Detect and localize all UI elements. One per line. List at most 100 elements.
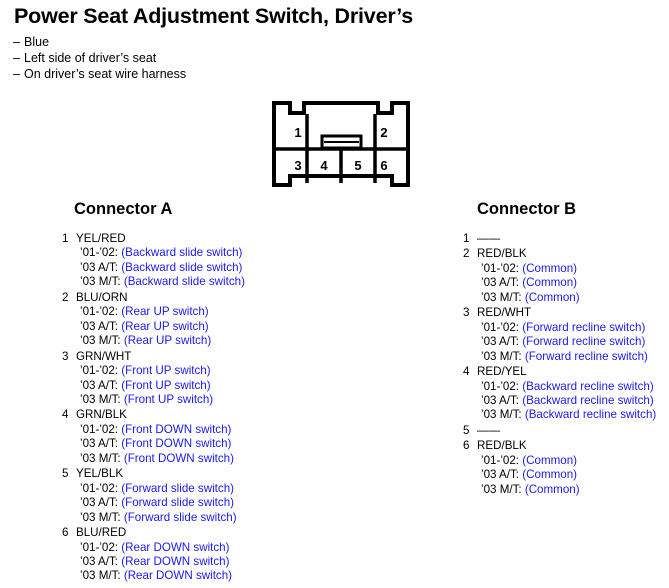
variant-function: (Forward slide switch)	[121, 481, 235, 495]
variant-row: ’01-’02: (Forward slide switch)	[76, 482, 392, 496]
pin-body: GRN/BLK’01-’02: (Front DOWN switch)’03 A…	[62, 408, 392, 466]
variant-model-year: ’03 A/T:	[80, 378, 119, 392]
variant-row: ’01-’02: (Common)	[477, 262, 669, 276]
variant-row: ’03 A/T: (Front DOWN switch)	[76, 437, 392, 451]
pin-label-4: 4	[320, 158, 328, 173]
wire-color-code: ——	[477, 423, 501, 437]
variant-function: (Forward recline switch)	[522, 335, 646, 349]
pin-label-2: 2	[380, 125, 387, 140]
pin-body: ——	[463, 424, 669, 438]
variant-function: (Backward recline switch)	[524, 408, 657, 422]
variant-model-year: ’01-’02:	[80, 422, 119, 436]
wire-color-code: BLU/RED	[76, 526, 127, 540]
variant-row: ’03 A/T: (Common)	[477, 276, 669, 290]
variant-row: ’03 A/T: (Front UP switch)	[76, 379, 392, 393]
variant-row: ’01-’02: (Forward recline switch)	[477, 321, 669, 335]
wire-color-code: ——	[477, 232, 501, 245]
pin-number: 6	[463, 439, 470, 453]
pin-label-1: 1	[294, 125, 301, 140]
variant-function: (Forward slide switch)	[123, 510, 237, 524]
pin-body: GRN/WHT’01-’02: (Front UP switch)’03 A/T…	[62, 350, 392, 408]
variant-function: (Front UP switch)	[121, 364, 211, 378]
wire-color-code: GRN/BLK	[76, 408, 127, 422]
variant-function: (Front DOWN switch)	[123, 451, 234, 465]
variant-model-year: ’03 A/T:	[80, 496, 119, 510]
variant-function: (Rear UP switch)	[123, 334, 212, 348]
pin-number: 2	[62, 290, 69, 304]
variant-function: (Forward recline switch)	[524, 349, 648, 363]
variant-row: ’01-’02: (Rear DOWN switch)	[76, 541, 392, 555]
variant-model-year: ’03 A/T:	[80, 260, 119, 274]
variant-row: ’03 A/T: (Backward recline switch)	[477, 394, 669, 408]
variant-model-year: ’03 A/T:	[481, 468, 520, 482]
variant-function: (Front DOWN switch)	[121, 422, 232, 436]
note-list: –Blue–Left side of driver’s seat–On driv…	[13, 34, 186, 83]
variant-function: (Backward slide switch)	[121, 246, 243, 260]
pin-body: RED/BLK’01-’02: (Common)’03 A/T: (Common…	[463, 247, 669, 305]
variant-row: ’03 M/T: (Front UP switch)	[76, 393, 392, 407]
variant-model-year: ’01-’02:	[481, 320, 520, 334]
variant-model-year: ’01-’02:	[80, 305, 119, 319]
pin-body: YEL/RED’01-’02: (Backward slide switch)’…	[62, 232, 392, 290]
variant-model-year: ’01-’02:	[80, 540, 119, 554]
variant-model-year: ’03 A/T:	[481, 276, 520, 290]
variant-function: (Common)	[522, 261, 578, 275]
page-title: Power Seat Adjustment Switch, Driver’s	[14, 4, 414, 28]
wire-color-code: RED/YEL	[477, 365, 527, 379]
wire-color-code: RED/WHT	[477, 306, 532, 320]
note-item: –Left side of driver’s seat	[13, 50, 186, 66]
note-item: –Blue	[13, 34, 186, 50]
variant-model-year: ’03 A/T:	[80, 319, 119, 333]
variant-model-year: ’03 A/T:	[80, 437, 119, 451]
variant-model-year: ’01-’02:	[80, 246, 119, 260]
variant-model-year: ’01-’02:	[80, 364, 119, 378]
variant-model-year: ’03 A/T:	[481, 335, 520, 349]
variant-function: (Backward slide switch)	[121, 260, 243, 274]
variant-function: (Backward recline switch)	[522, 393, 654, 407]
variant-row: ’03 M/T: (Rear UP switch)	[76, 334, 392, 348]
note-dash: –	[13, 51, 20, 66]
variant-function: (Front UP switch)	[121, 378, 211, 392]
variant-row: ’03 M/T: (Backward slide switch)	[76, 275, 392, 289]
variant-model-year: ’03 M/T:	[80, 510, 121, 524]
pin-number: 5	[62, 467, 69, 481]
pin-number: 3	[463, 306, 470, 320]
pin-label-5: 5	[354, 158, 361, 173]
wire-color-code: YEL/BLK	[76, 467, 124, 481]
variant-function: (Rear UP switch)	[121, 319, 209, 333]
variant-model-year: ’01-’02:	[481, 261, 520, 275]
wire-color-code: RED/BLK	[477, 439, 527, 453]
pin-label-3: 3	[294, 158, 301, 173]
variant-row: ’01-’02: (Front DOWN switch)	[76, 423, 392, 437]
variant-row: ’03 A/T: (Rear UP switch)	[76, 320, 392, 334]
variant-row: ’03 A/T: (Common)	[477, 468, 669, 482]
variant-row: ’01-’02: (Rear UP switch)	[76, 305, 392, 319]
pin-body: BLU/RED’01-’02: (Rear DOWN switch)’03 A/…	[62, 526, 392, 584]
variant-model-year: ’03 M/T:	[80, 275, 121, 289]
variant-model-year: ’03 M/T:	[80, 569, 121, 583]
variant-row: ’03 M/T: (Common)	[477, 291, 669, 305]
note-text: Blue	[24, 35, 50, 49]
pin-body: BLU/ORN’01-’02: (Rear UP switch)’03 A/T:…	[62, 291, 392, 349]
pin-entry: 3 RED/WHT’01-’02: (Forward recline switch…	[463, 306, 669, 364]
wire-color-code: RED/BLK	[477, 247, 527, 261]
pin-label-6: 6	[380, 158, 387, 173]
variant-row: ’03 M/T: (Forward slide switch)	[76, 511, 392, 525]
variant-model-year: ’03 M/T:	[80, 334, 121, 348]
pin-body: RED/BLK’01-’02: (Common)’03 A/T: (Common…	[463, 439, 669, 497]
variant-function: (Common)	[522, 468, 578, 482]
variant-row: ’03 M/T: (Common)	[477, 483, 669, 497]
variant-function: (Rear DOWN switch)	[121, 540, 230, 554]
variant-row: ’03 A/T: (Rear DOWN switch)	[76, 555, 392, 569]
pin-number: 3	[62, 349, 69, 363]
variant-model-year: ’03 A/T:	[80, 554, 119, 568]
pin-entry: 5——	[463, 424, 669, 438]
